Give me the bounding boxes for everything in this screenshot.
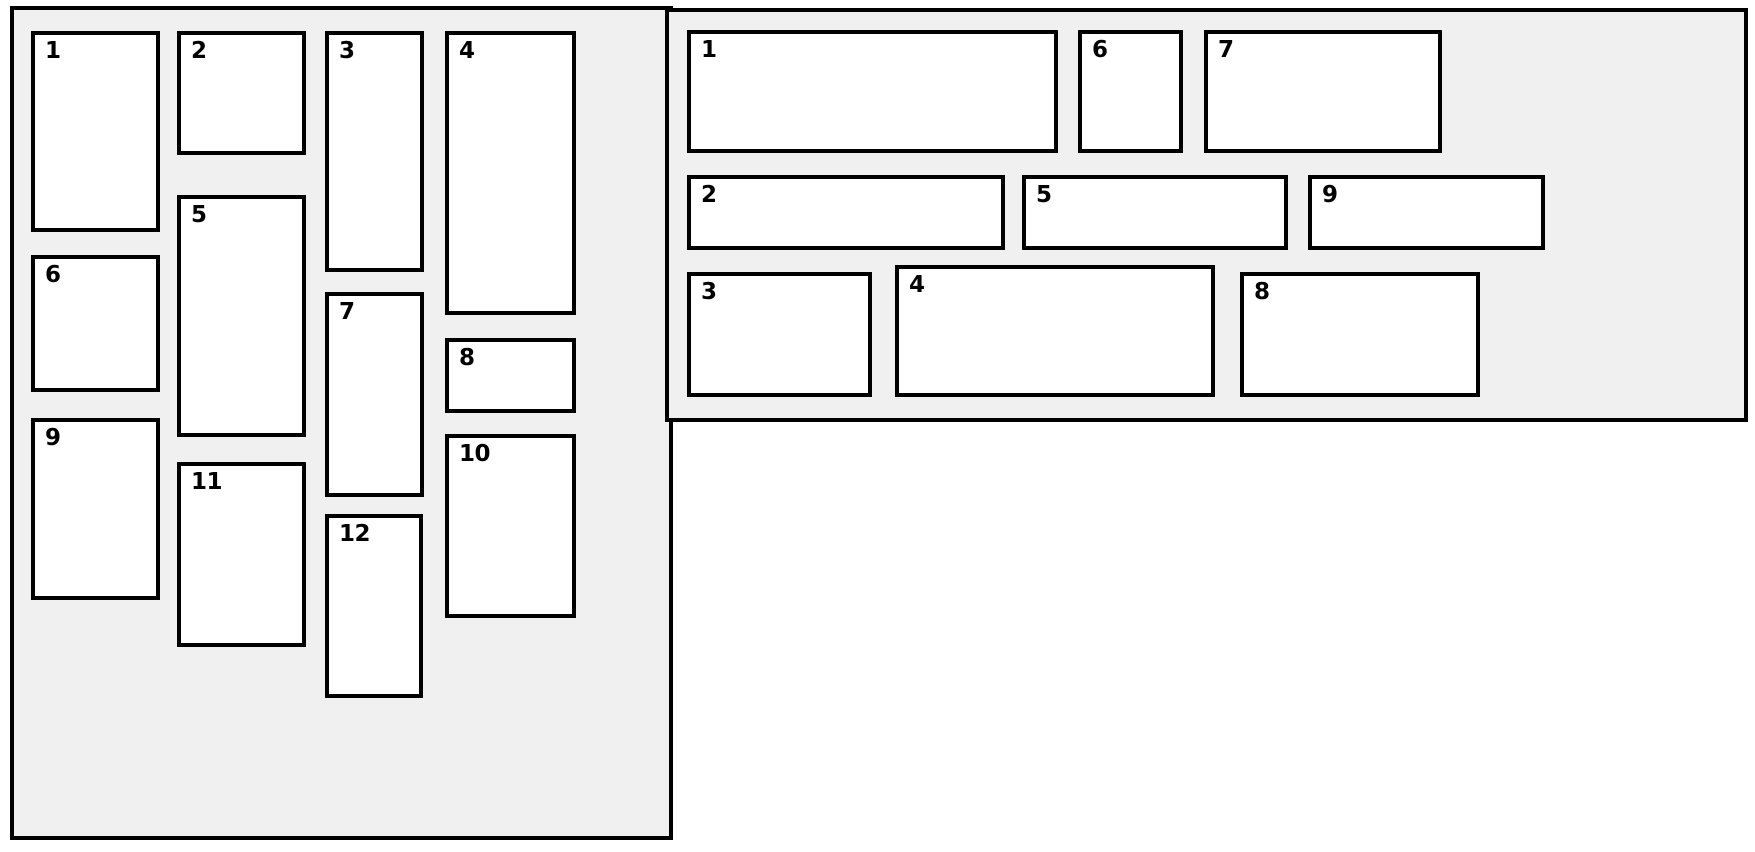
box-4[interactable]: 4 — [895, 265, 1215, 397]
box-6[interactable]: 6 — [1078, 30, 1183, 153]
box-9[interactable]: 9 — [31, 418, 160, 600]
box-8[interactable]: 8 — [1240, 272, 1480, 397]
box-2[interactable]: 2 — [177, 31, 306, 155]
box-label: 7 — [1218, 37, 1234, 63]
box-label: 3 — [701, 279, 717, 305]
box-label: 5 — [1036, 182, 1052, 208]
box-7[interactable]: 7 — [1204, 30, 1442, 153]
box-1[interactable]: 1 — [31, 31, 160, 232]
box-label: 1 — [701, 37, 717, 63]
box-label: 8 — [1254, 279, 1270, 305]
box-label: 12 — [339, 521, 371, 547]
box-label: 8 — [459, 345, 475, 371]
box-label: 4 — [459, 38, 475, 64]
box-5[interactable]: 5 — [1022, 175, 1288, 250]
box-label: 6 — [45, 262, 61, 288]
right-panel: 1 6 7 2 5 9 3 4 8 — [665, 8, 1748, 422]
box-label: 1 — [45, 38, 61, 64]
box-8[interactable]: 8 — [445, 338, 576, 413]
box-label: 3 — [339, 38, 355, 64]
box-label: 9 — [45, 425, 61, 451]
box-3[interactable]: 3 — [687, 272, 872, 397]
box-3[interactable]: 3 — [325, 31, 424, 272]
box-label: 5 — [191, 202, 207, 228]
box-label: 2 — [191, 38, 207, 64]
box-7[interactable]: 7 — [325, 292, 424, 497]
box-label: 9 — [1322, 182, 1338, 208]
box-6[interactable]: 6 — [31, 255, 160, 392]
box-11[interactable]: 11 — [177, 462, 306, 647]
box-1[interactable]: 1 — [687, 30, 1058, 153]
box-9[interactable]: 9 — [1308, 175, 1545, 250]
box-label: 2 — [701, 182, 717, 208]
box-label: 4 — [909, 272, 925, 298]
box-label: 7 — [339, 299, 355, 325]
box-label: 6 — [1092, 37, 1108, 63]
box-12[interactable]: 12 — [325, 514, 423, 698]
box-label: 11 — [191, 469, 223, 495]
box-10[interactable]: 10 — [445, 434, 576, 618]
box-5[interactable]: 5 — [177, 195, 306, 437]
box-2[interactable]: 2 — [687, 175, 1005, 250]
box-4[interactable]: 4 — [445, 31, 576, 315]
box-label: 10 — [459, 441, 491, 467]
